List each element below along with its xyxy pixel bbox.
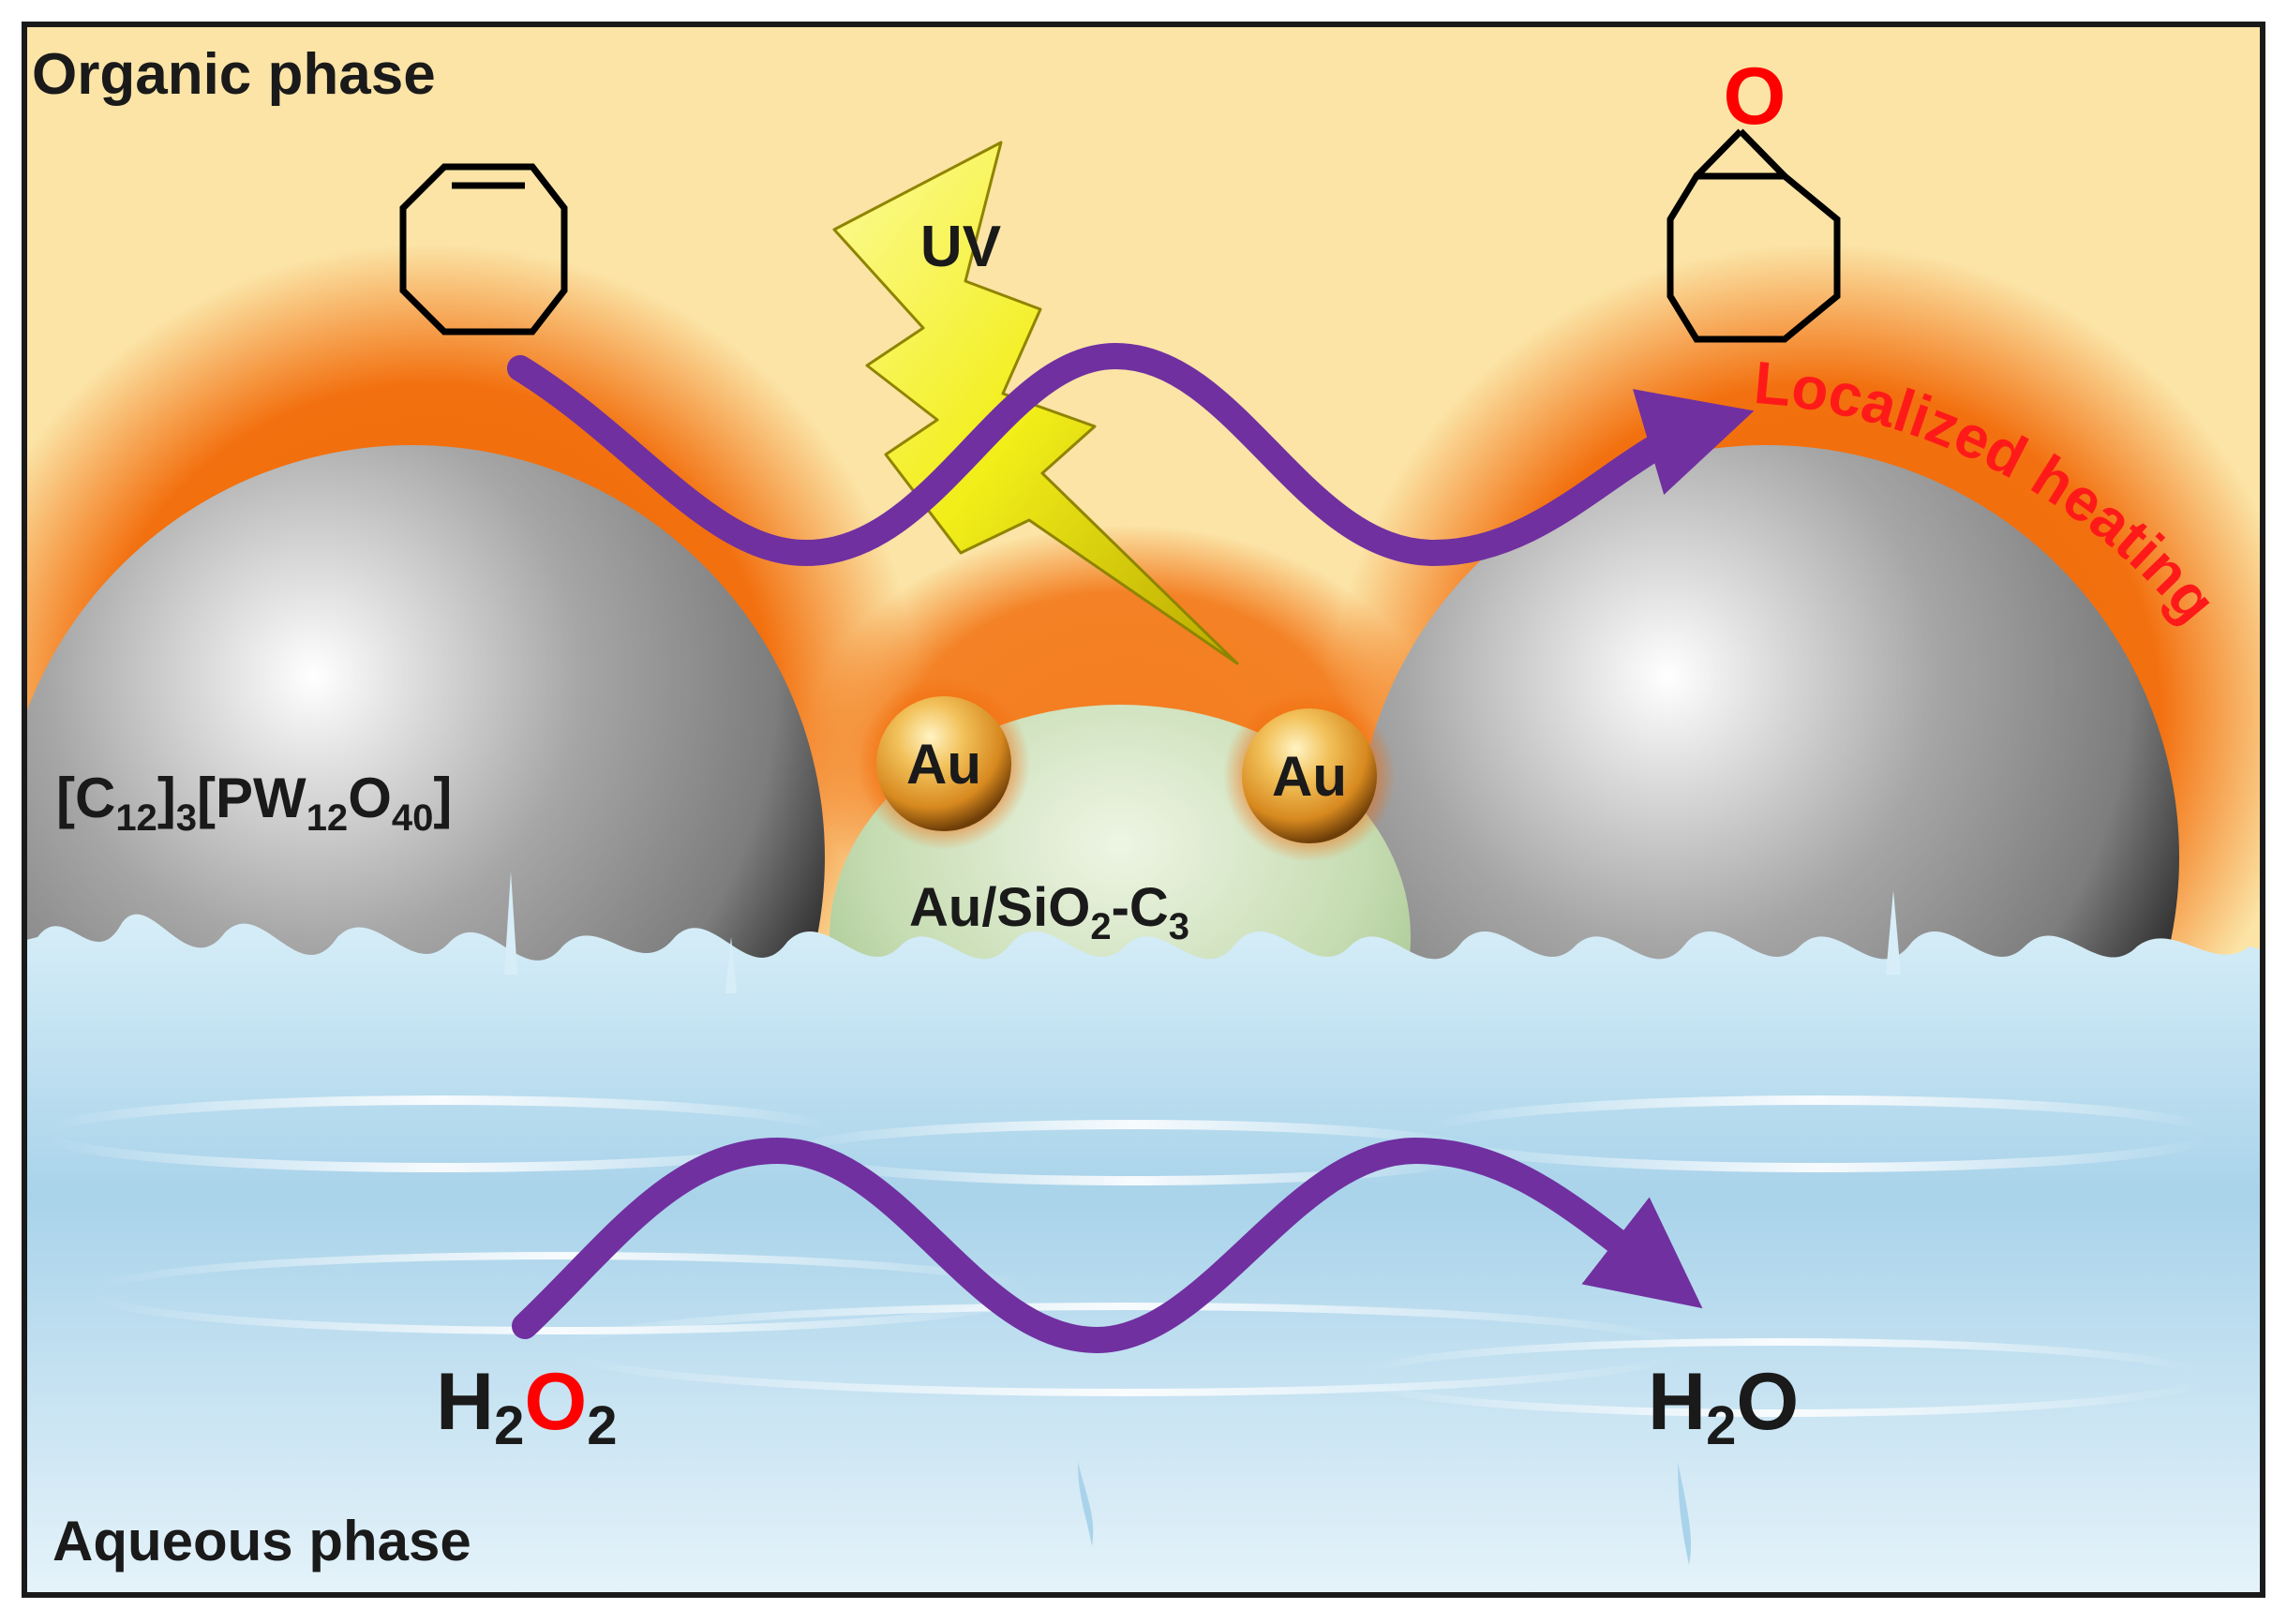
cyclooctene-oxide-structure [1667, 128, 1841, 343]
au-label-left: Au [906, 733, 981, 796]
catalyst-label-sub: 40 [392, 797, 434, 839]
catalyst-label-sub: 3 [176, 797, 197, 839]
h2o-sub: 2 [1706, 1395, 1736, 1456]
support-label-part: Au/SiO [909, 877, 1090, 938]
epoxide-oxygen-label: O [1724, 52, 1786, 142]
support-label: Au/SiO2-C3 [909, 877, 1189, 947]
catalyst-label-sub: 12 [115, 797, 157, 839]
h2o2-sub-1: 2 [494, 1395, 524, 1456]
au-label-right: Au [1272, 745, 1347, 808]
water-ripple-3 [1420, 1095, 2217, 1172]
h2o-h: H [1648, 1357, 1706, 1447]
aqueous-reaction-arrow [512, 1137, 1703, 1354]
water-ripple-5 [90, 1252, 1035, 1334]
h2o2-o: O [524, 1357, 587, 1447]
support-label-sub: 3 [1169, 906, 1189, 947]
water-splash-spike-1 [504, 872, 517, 975]
water-splash-spike-3 [1886, 890, 1901, 975]
water-ripple-1 [42, 1095, 839, 1172]
catalyst-label-part: O [348, 767, 392, 829]
water-ripple-4 [559, 1303, 1691, 1396]
cyclooctene-structure [399, 163, 568, 335]
au-particle-right [1242, 708, 1377, 843]
aqueous-phase-region [24, 914, 2263, 1595]
catalyst-label-part: [C [56, 767, 115, 829]
water-ripple-6 [1355, 1338, 2206, 1417]
catalyst-label-sub: 12 [306, 797, 349, 839]
lightning-bolt-icon [832, 141, 1239, 665]
catalyst-label-part: ] [157, 767, 176, 829]
organic-reaction-arrow [507, 342, 1755, 567]
au-particle-left [876, 696, 1011, 831]
organic-phase-label: Organic phase [32, 42, 436, 107]
uv-label: UV [920, 215, 1001, 279]
catalyst-label-part: [PW [197, 767, 306, 829]
water-splash-spike-2 [725, 937, 737, 993]
figure-frame [22, 22, 2265, 1598]
catalyst-label-part: ] [433, 767, 452, 829]
water-drip-2 [1678, 1462, 1692, 1565]
water-drip-1 [1078, 1462, 1094, 1546]
catalyst-label: [C12]3[PW12O40] [56, 767, 452, 839]
h2o-label: H2O [1648, 1357, 1799, 1456]
support-label-sub: 2 [1090, 906, 1111, 947]
h2o2-sub-2: 2 [587, 1395, 617, 1456]
aqueous-phase-label: Aqueous phase [52, 1510, 471, 1572]
h2o-o: O [1736, 1357, 1799, 1447]
h2o2-h: H [436, 1357, 494, 1447]
h2o2-label: H2O2 [436, 1357, 618, 1456]
support-label-part: -C [1112, 877, 1169, 938]
